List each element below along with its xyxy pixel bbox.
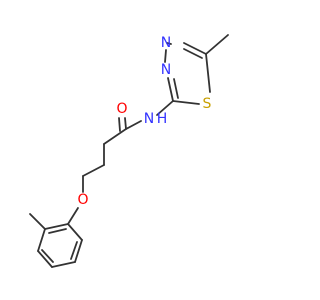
bond-ring-n4-n3-vertical (164, 49, 167, 63)
atom-label-o-carbonyl: O (116, 101, 127, 117)
bond-benzene-6 (44, 223, 69, 230)
bond-group (29, 34, 229, 268)
atom-label-s-ring: S (203, 96, 212, 112)
bond-benzene-3 (51, 261, 76, 268)
atom-label-n-ring-right: N (161, 62, 171, 78)
bond-benzene-4 (37, 250, 53, 268)
atom-label-o-ether: O (77, 192, 88, 208)
bond-ring-c2-s1 (172, 100, 200, 105)
atom-label-n-ring-left: N (161, 35, 171, 51)
bond-chain-3 (82, 164, 105, 177)
atom-labels: N N S O N H O (77, 35, 211, 208)
bond-amide-n-carbonyl-c (125, 120, 142, 130)
bond-c2-amide-n (156, 100, 174, 116)
bond-chain-1 (103, 128, 127, 145)
bond-ether-ring (67, 207, 79, 225)
bond-ring-n3-c2-inner (173, 78, 179, 99)
bond-ring-c5-n4-outer (183, 42, 207, 55)
bond-benzene-2-inner (70, 241, 78, 260)
bond-methyl-thiadiazole (205, 34, 229, 55)
bond-benzene-4-inner (41, 249, 54, 263)
bond-ring-n3-c2-outer (167, 77, 174, 102)
molecule-structure-diagram: N N S O N H O (29, 34, 229, 268)
atom-label-h-amide: H (157, 111, 168, 127)
bond-benzene-5 (37, 228, 46, 252)
atom-label-n-amide: N (144, 111, 154, 127)
bond-benzene-6-inner (48, 228, 67, 234)
bond-benzene-1 (67, 223, 83, 241)
bond-ring-s1-c5 (205, 53, 211, 93)
bond-ortho-methyl (29, 213, 46, 230)
bond-ring-c5-n4-inner (183, 48, 203, 59)
bond-benzene-2 (74, 239, 83, 263)
bond-carbonyl-co-a (124, 117, 127, 130)
bond-carbonyl-co-b (118, 117, 121, 132)
bond-ring-n4-n3 (166, 42, 172, 45)
